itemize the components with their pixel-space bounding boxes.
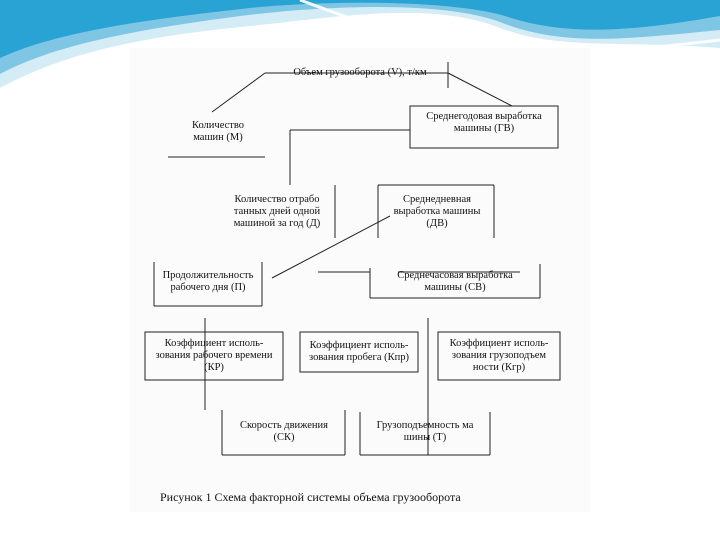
node-working-days: Количество отрабо танных дней одной маши… [233,194,321,229]
connector [211,72,266,113]
worktime-coef-frame [144,331,284,381]
node-hourly-output: Среднечасовая выработка машины (СВ) [397,270,513,293]
node-daily-output: Среднедневная выработка машины (ДВ) [393,194,481,229]
node-cargo-volume: Объем грузооборота (V), т/км [293,67,427,78]
node-worktime-coef: Коэффициент исполь- зования рабочего вре… [155,338,273,373]
node-mileage-coef: Коэффициент исполь- зования пробега (Кпр… [309,340,409,363]
node-annual-output: Среднегодовая выработка машины (ГВ) [426,111,542,134]
node-vehicle-count: Количество машин (М) [191,120,245,143]
mileage-coef-frame [299,331,419,373]
node-speed: Скорость движения (СК) [239,420,328,443]
connector [447,72,513,107]
node-capacity-coef: Коэффициент исполь- зования грузоподъем … [449,338,549,373]
node-load-capacity: Грузоподъемность ма шины (Т) [376,420,474,443]
annual-output-frame [409,105,559,149]
node-workday-length: Продолжительность рабочего дня (П) [162,270,254,293]
connector [271,215,391,279]
figure-caption: Рисунок 1 Схема факторной системы объема… [160,490,461,504]
capacity-coef-frame [437,331,561,381]
